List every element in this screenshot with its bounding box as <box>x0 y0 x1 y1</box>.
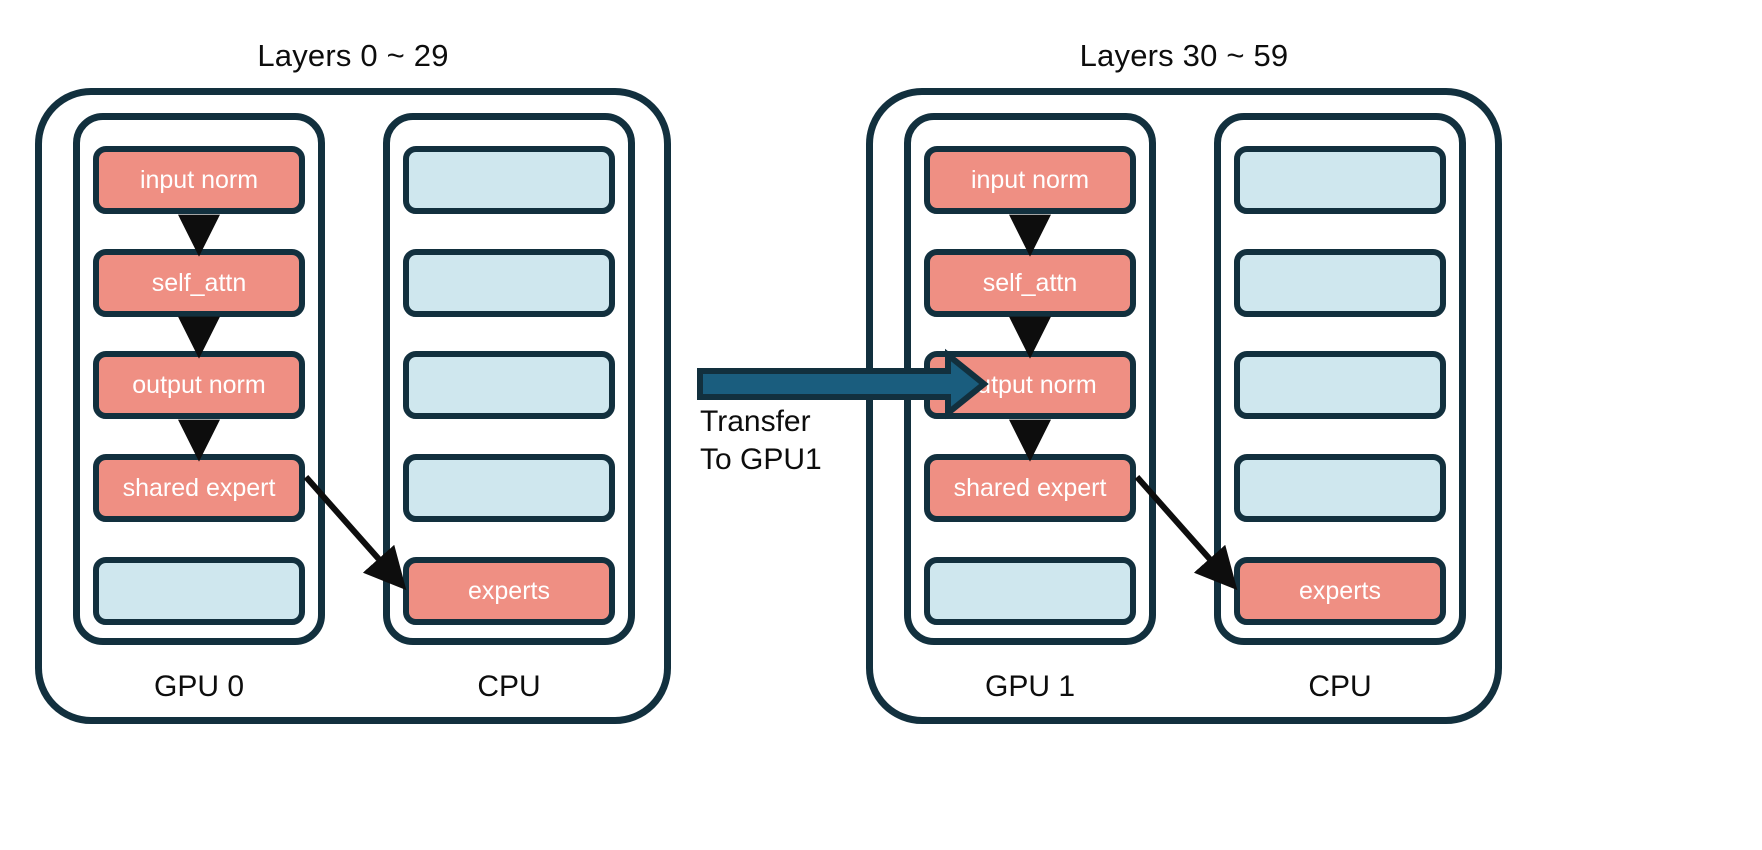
panel-label-cpu0: CPU <box>477 670 541 703</box>
node-cpu0-experts[interactable]: experts <box>403 557 615 625</box>
node-gpu0-placeholder[interactable] <box>93 557 305 625</box>
node-gpu1-input-norm[interactable]: input norm <box>924 146 1136 214</box>
panel-label-gpu0: GPU 0 <box>153 670 245 703</box>
transfer-label-line2: To GPU1 <box>700 443 822 476</box>
group-title-right: Layers 30 ~ 59 <box>1079 38 1289 73</box>
node-cpu1-slot-4[interactable] <box>1234 454 1446 522</box>
node-cpu0-slot-1[interactable] <box>403 146 615 214</box>
node-gpu1-output-norm[interactable]: output norm <box>924 351 1136 419</box>
node-cpu0-slot-2[interactable] <box>403 249 615 317</box>
node-gpu0-output-norm[interactable]: output norm <box>93 351 305 419</box>
node-gpu0-self-attn[interactable]: self_attn <box>93 249 305 317</box>
node-gpu1-self-attn[interactable]: self_attn <box>924 249 1136 317</box>
node-gpu1-shared-expert[interactable]: shared expert <box>924 454 1136 522</box>
node-cpu1-experts[interactable]: experts <box>1234 557 1446 625</box>
group-title-left: Layers 0 ~ 29 <box>257 38 449 73</box>
transfer-label-line1: Transfer <box>700 405 811 438</box>
panel-label-gpu1: GPU 1 <box>984 670 1076 703</box>
node-gpu0-shared-expert[interactable]: shared expert <box>93 454 305 522</box>
node-gpu1-placeholder[interactable] <box>924 557 1136 625</box>
node-cpu0-slot-3[interactable] <box>403 351 615 419</box>
node-cpu1-slot-3[interactable] <box>1234 351 1446 419</box>
panel-label-cpu1: CPU <box>1308 670 1372 703</box>
node-cpu1-slot-1[interactable] <box>1234 146 1446 214</box>
node-cpu0-slot-4[interactable] <box>403 454 615 522</box>
node-cpu1-slot-2[interactable] <box>1234 249 1446 317</box>
node-gpu0-input-norm[interactable]: input norm <box>93 146 305 214</box>
